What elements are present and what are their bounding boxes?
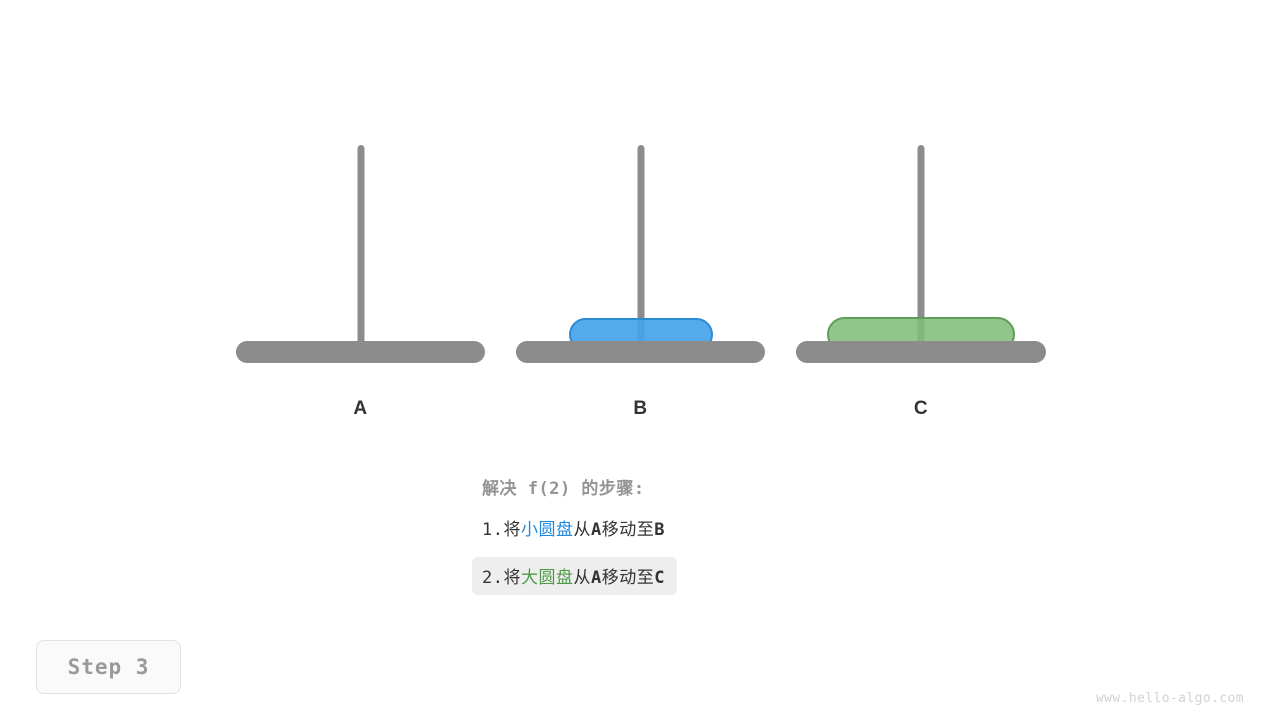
- step-badge: Step 3: [36, 640, 181, 694]
- step-from-word-2: 从: [573, 568, 591, 588]
- peg-rod-c: [917, 145, 925, 351]
- step-number-1: 1.: [482, 520, 504, 540]
- peg-b: B: [516, 0, 765, 440]
- peg-a: A: [236, 0, 485, 440]
- peg-base-c: [796, 341, 1046, 363]
- step-verb-2: 将: [503, 568, 521, 588]
- step-row-2: 2.将大圆盘从A移动至C: [472, 557, 677, 595]
- hanoi-diagram: A B C: [236, 0, 1046, 440]
- steps-block: 解决 f(2) 的步骤: 1.将小圆盘从A移动至B 2.将大圆盘从A移动至C: [472, 474, 892, 595]
- step-number-2: 2.: [482, 568, 504, 588]
- step-disk-word-1: 小圆盘: [520, 520, 574, 540]
- steps-title: 解决 f(2) 的步骤:: [482, 479, 645, 499]
- peg-rod-a: [357, 145, 364, 351]
- peg-c: C: [796, 0, 1046, 440]
- step-row-1: 1.将小圆盘从A移动至B: [472, 509, 677, 547]
- peg-label-c: C: [913, 398, 929, 419]
- step-move-word-2: 移动至: [601, 568, 655, 588]
- peg-label-a: A: [353, 398, 368, 419]
- step-to-peg-1: B: [654, 520, 665, 540]
- step-to-peg-2: C: [654, 568, 665, 588]
- peg-rod-b: [637, 145, 644, 351]
- step-move-word-1: 移动至: [601, 520, 655, 540]
- step-from-peg-2: A: [590, 568, 602, 588]
- peg-base-b: [516, 341, 765, 363]
- step-from-word-1: 从: [573, 520, 591, 540]
- peg-label-b: B: [633, 398, 648, 419]
- step-verb-1: 将: [503, 520, 521, 540]
- step-disk-word-2: 大圆盘: [520, 568, 574, 588]
- peg-base-a: [236, 341, 485, 363]
- step-from-peg-1: A: [590, 520, 602, 540]
- watermark: www.hello-algo.com: [1095, 691, 1244, 706]
